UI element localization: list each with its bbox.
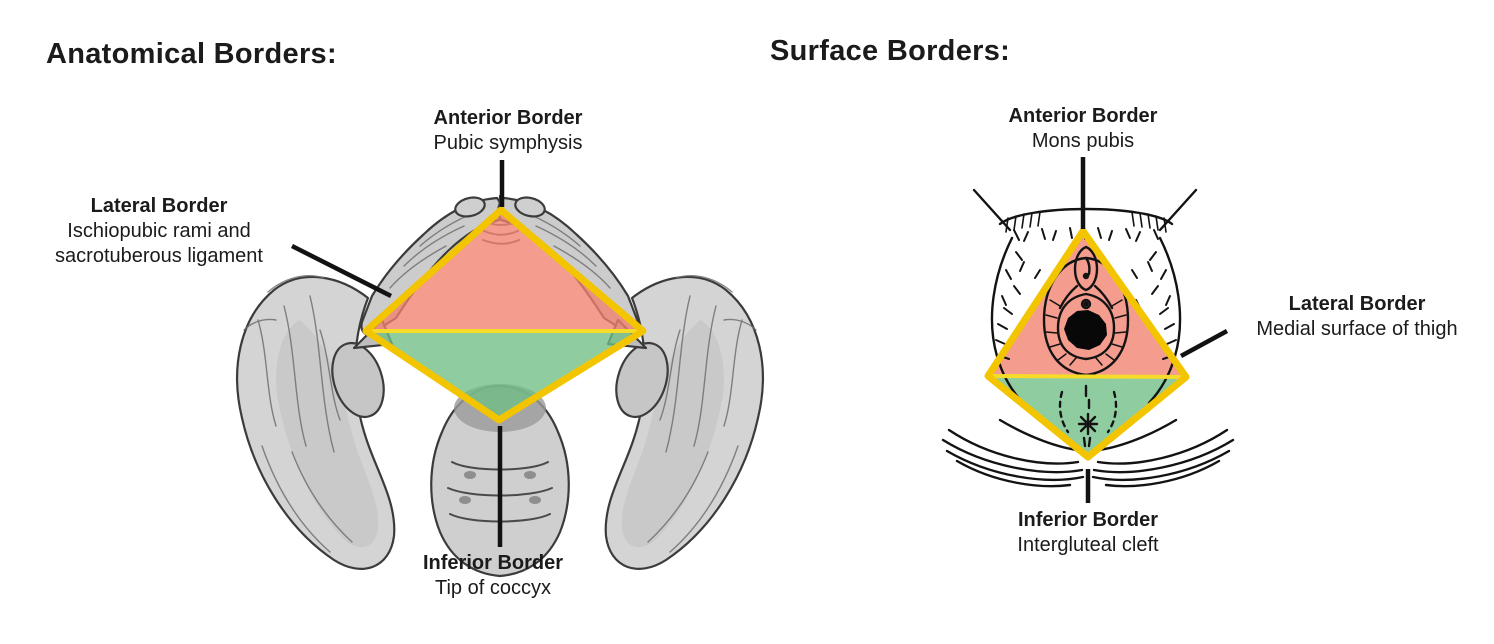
anatomical-inferior-name: Inferior Border (422, 552, 564, 574)
surface-anterior-name: Anterior Border (1008, 105, 1158, 127)
left-thigh-line (990, 236, 1025, 405)
anatomical-lateral-leader-line (290, 243, 393, 299)
abdominal-fold-line (998, 207, 1174, 226)
anal-region-marks (1058, 384, 1118, 448)
anatomical-anterior-detail: Pubic symphysis (433, 132, 583, 154)
gluteal-folds (941, 418, 1235, 488)
surface-lateral-label: Lateral Border Medial surface of thigh (1226, 292, 1488, 342)
anatomical-anterior-label: Anterior Border Pubic symphysis (393, 106, 623, 156)
labia-hatching (1045, 299, 1127, 366)
surface-inferior-label: Inferior Border Intergluteal cleft (978, 508, 1198, 558)
anatomical-panel-title: Anatomical Borders: (46, 38, 337, 70)
pelvis-illustration (236, 194, 764, 578)
vaginal-opening (1064, 310, 1107, 350)
anatomical-inferior-label: Inferior Border Tip of coccyx (378, 551, 608, 601)
surface-anterior-label: Anterior Border Mons pubis (973, 104, 1193, 154)
anatomical-inferior-detail: Tip of coccyx (435, 577, 551, 599)
vulva-drawing (1042, 245, 1130, 377)
surface-lateral-name: Lateral Border (1288, 293, 1426, 315)
diamond-outline (362, 206, 647, 424)
pelvis-hatching (243, 211, 477, 553)
anal-triangle-overlay (366, 331, 643, 420)
surface-inferior-detail: Intergluteal cleft (1017, 534, 1159, 556)
arc-hatching (1005, 211, 1167, 233)
right-thigh-line (1147, 236, 1182, 405)
anatomical-lateral-detail: Ischiopubic rami and sacrotuberous ligam… (55, 220, 263, 267)
anatomical-anterior-name: Anterior Border (433, 107, 583, 129)
surface-lateral-detail: Medial surface of thigh (1256, 318, 1458, 340)
surface-perineum-diamond-outline (984, 227, 1190, 461)
surface-lateral-leader-line (1179, 329, 1229, 358)
diamond-midline-surface (987, 374, 1187, 379)
surface-anterior-detail: Mons pubis (1031, 130, 1135, 152)
anatomical-lateral-label: Lateral Border Ischiopubic rami and sacr… (34, 194, 284, 269)
urogenital-triangle-overlay (366, 210, 643, 331)
surface-inferior-name: Inferior Border (1017, 509, 1159, 531)
anatomical-lateral-name: Lateral Border (90, 195, 228, 217)
diamond-outline-surface (984, 227, 1190, 461)
surface-illustration (941, 188, 1235, 488)
surface-panel-title: Surface Borders: (770, 35, 1011, 67)
anatomical-perineum-diamond (362, 206, 647, 424)
leader-lines (290, 157, 1229, 547)
